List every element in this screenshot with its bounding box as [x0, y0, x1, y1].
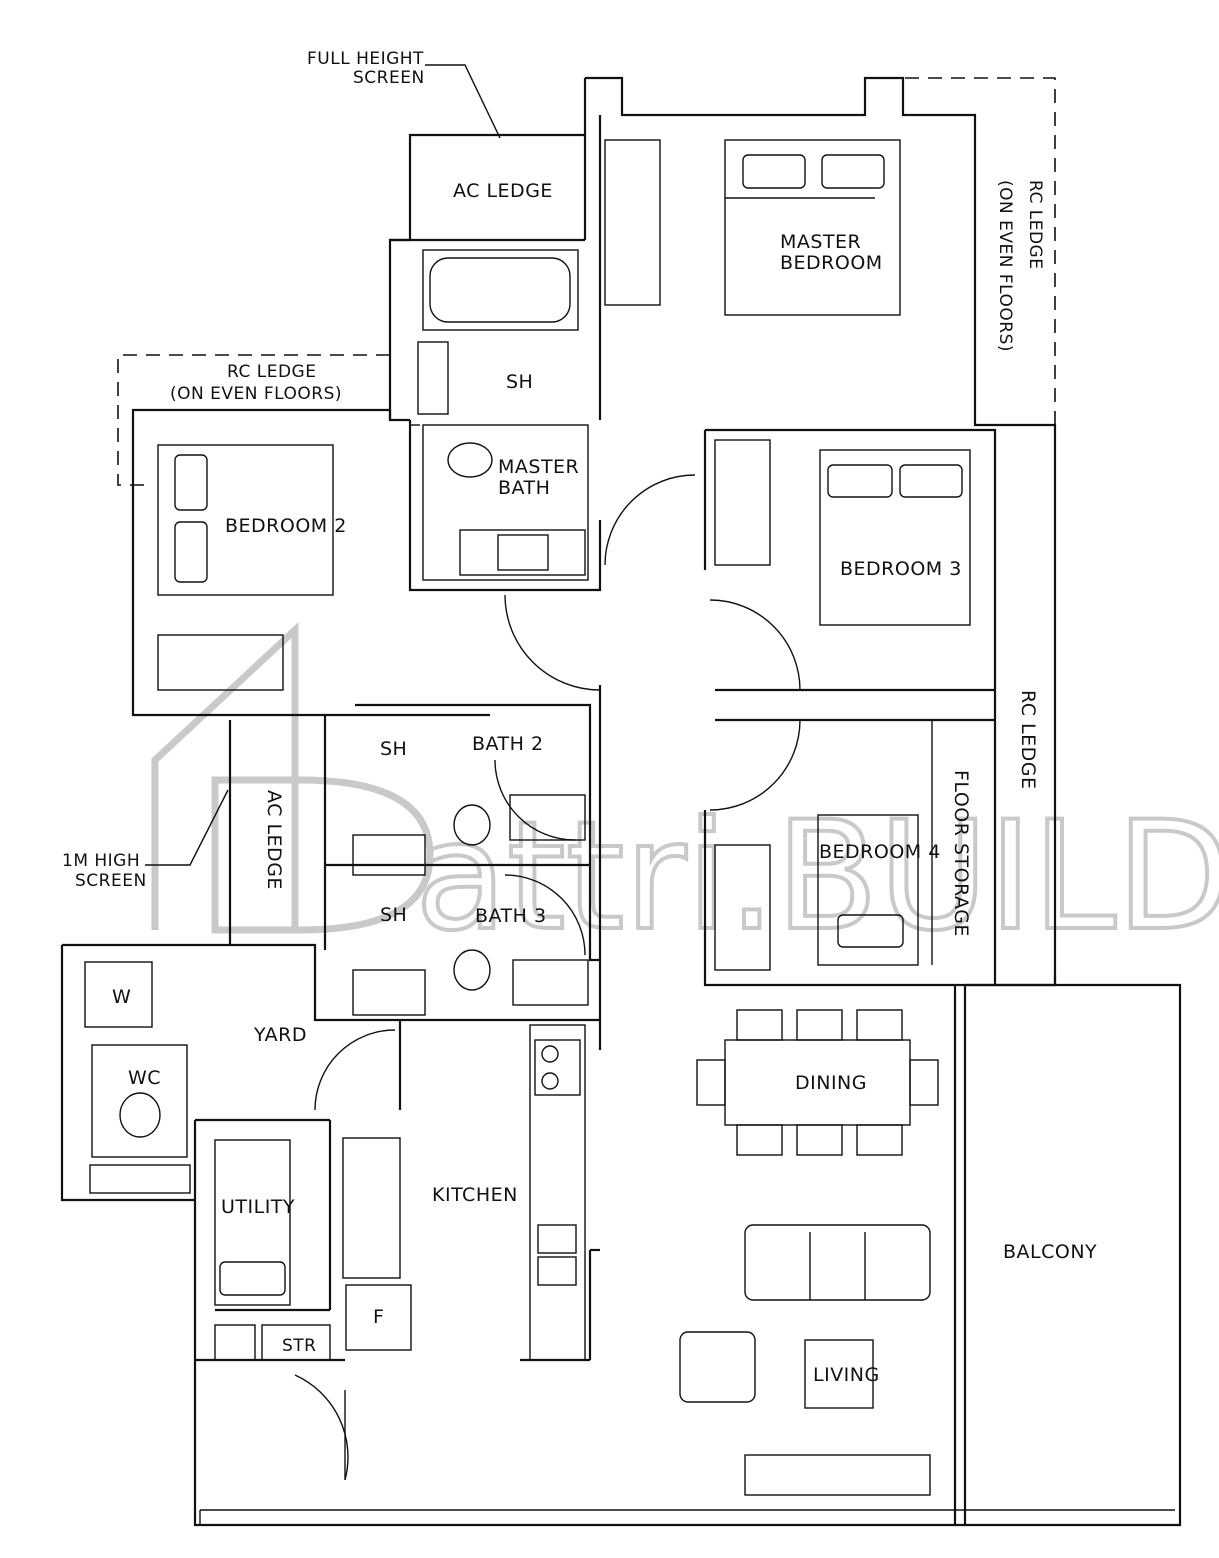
room-bath-3: BATH 3	[475, 905, 547, 927]
room-kitchen: KITCHEN	[432, 1184, 518, 1206]
rc-ledge-top-label: RC LEDGE	[1025, 180, 1045, 269]
room-bedroom-4: BEDROOM 4	[819, 841, 941, 863]
room-f: F	[373, 1306, 384, 1328]
room-str: STR	[282, 1336, 317, 1356]
room-sh-bath2: SH	[380, 738, 407, 760]
room-utility: UTILITY	[221, 1196, 295, 1218]
leaders	[145, 64, 501, 866]
one-m-screen-label: 1M HIGH	[62, 851, 140, 871]
room-sh-master: SH	[506, 371, 533, 393]
fixtures	[84, 139, 971, 1496]
rc-ledge-left-dashed	[117, 354, 390, 486]
room-master-bath: MASTER	[498, 456, 579, 478]
room-ac-ledge-side: AC LEDGE	[263, 790, 285, 890]
walls	[60, 76, 1182, 1527]
room-master-bedroom-2: BEDROOM	[780, 252, 883, 274]
room-bath-2: BATH 2	[472, 733, 544, 755]
watermark-text: attri.BUILD	[415, 790, 1219, 964]
rc-ledge-top-label-2: (ON EVEN FLOORS)	[995, 180, 1015, 352]
room-yard: YARD	[253, 1024, 307, 1046]
room-ac-ledge-top: AC LEDGE	[453, 180, 553, 202]
room-wc: WC	[128, 1067, 161, 1089]
watermark: attri.BUILD	[151, 621, 1219, 966]
rc-ledge-left-label: RC LEDGE	[227, 362, 316, 382]
room-dining: DINING	[795, 1072, 867, 1094]
room-bedroom-3: BEDROOM 3	[840, 558, 962, 580]
doors	[294, 474, 801, 1481]
room-floor-storage: FLOOR STORAGE	[950, 770, 972, 937]
room-rc-ledge-right: RC LEDGE	[1017, 690, 1039, 790]
one-m-screen-label-2: SCREEN	[75, 871, 147, 891]
room-bedroom-2: BEDROOM 2	[225, 515, 347, 537]
room-sh-bath3: SH	[380, 904, 407, 926]
room-living: LIVING	[813, 1364, 880, 1386]
room-w: W	[112, 986, 131, 1008]
room-master-bedroom: MASTER	[780, 231, 861, 253]
full-height-screen-label-2: SCREEN	[353, 68, 425, 88]
room-balcony: BALCONY	[1003, 1241, 1097, 1263]
room-master-bath-2: BATH	[498, 477, 550, 499]
rc-ledge-right-dashed	[905, 77, 1056, 425]
rc-ledge-left-label-2: (ON EVEN FLOORS)	[170, 384, 342, 404]
full-height-screen-label: FULL HEIGHT	[307, 49, 424, 69]
